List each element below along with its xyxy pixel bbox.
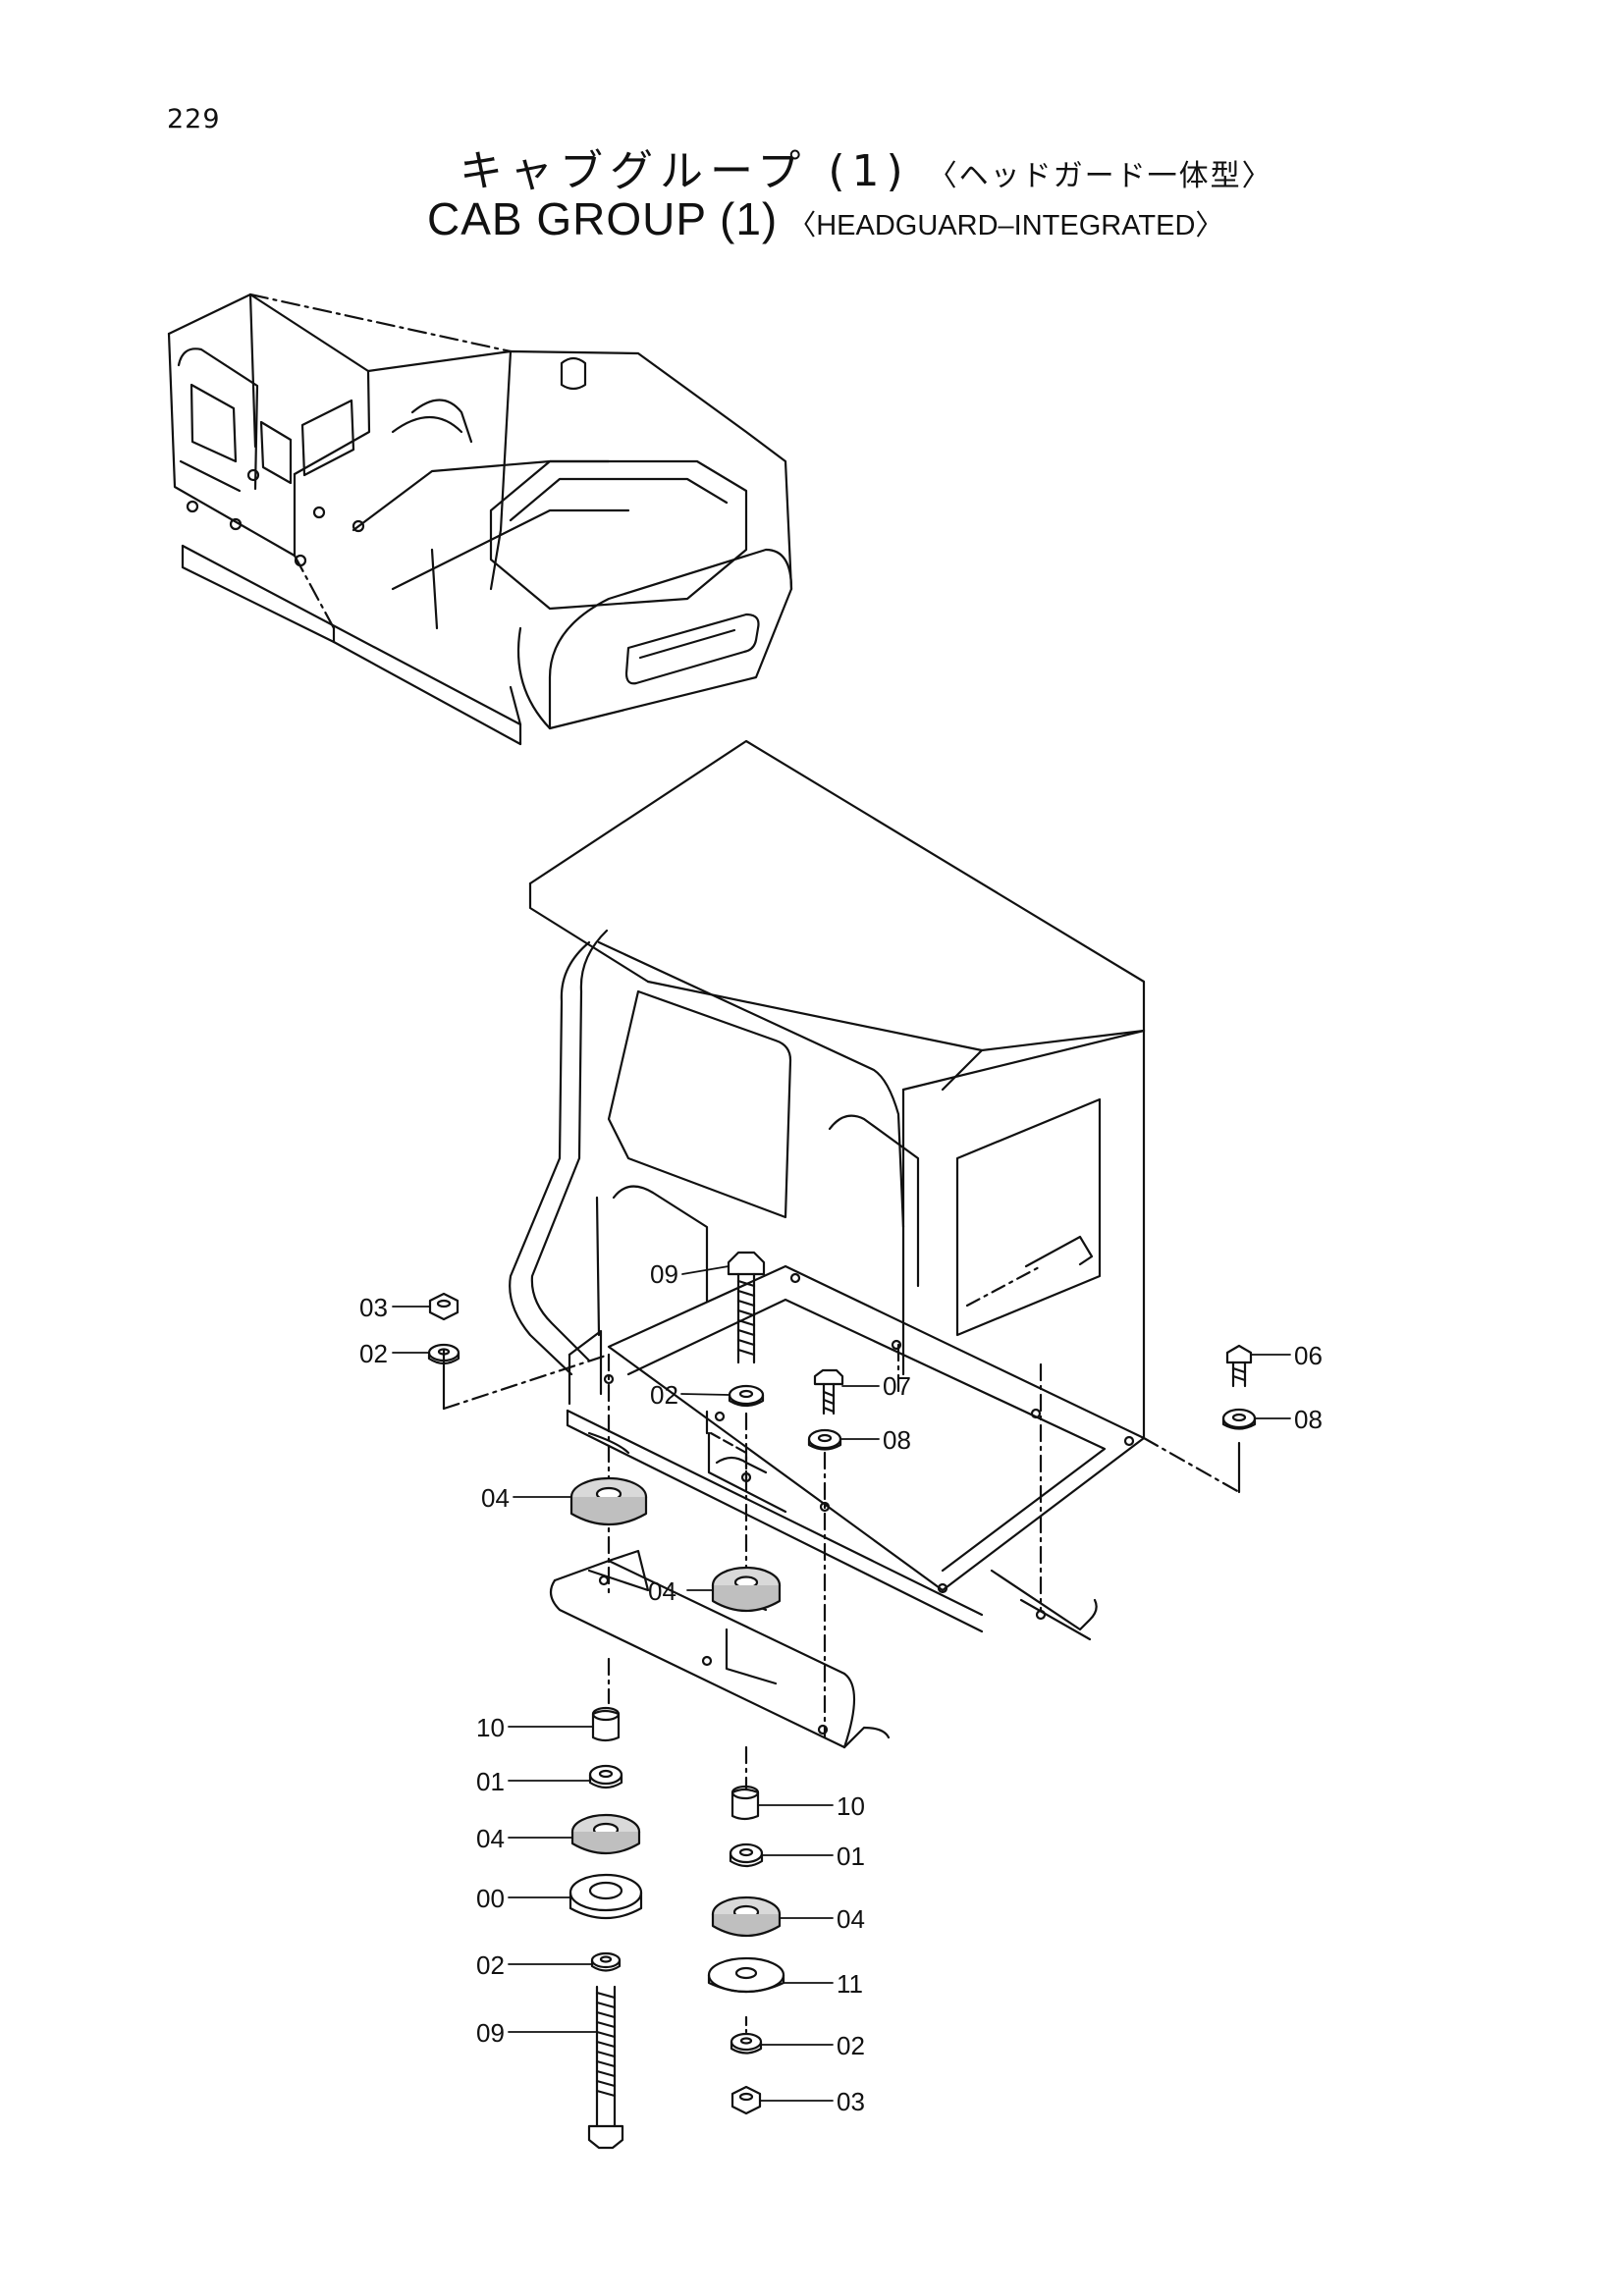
title-english: CAB GROUP (1) 〈HEADGUARD–INTEGRATED〉 — [427, 192, 1223, 245]
title-japanese: キャブグループ (1) 〈ヘッドガード一体型〉 — [460, 135, 1273, 198]
callout-02-mid: 02 — [650, 1380, 678, 1410]
callout-08-mid: 08 — [883, 1425, 911, 1455]
callout-11: 11 — [837, 1969, 863, 1999]
title-english-sub: 〈HEADGUARD–INTEGRATED〉 — [787, 210, 1224, 241]
excavator-overview — [167, 293, 793, 746]
callout-04-mid: 04 — [648, 1576, 676, 1606]
callout-06: 06 — [1294, 1341, 1323, 1370]
callout-01-left: 01 — [476, 1767, 505, 1796]
hardware-parts — [427, 1251, 1257, 2150]
callout-02-left: 02 — [359, 1339, 388, 1368]
callout-02-lower-left: 02 — [476, 1950, 505, 1980]
title-japanese-sub: 〈ヘッドガード一体型〉 — [927, 159, 1273, 193]
callout-04-right: 04 — [837, 1904, 865, 1934]
page-number: 229 — [167, 104, 221, 134]
title-english-main: CAB GROUP (1) — [427, 193, 779, 244]
callout-02-right: 02 — [837, 2031, 865, 2060]
cab-assembly — [442, 739, 1241, 1790]
callout-01-right: 01 — [837, 1842, 865, 1871]
callout-03-right: 03 — [837, 2087, 865, 2116]
title-japanese-main: キャブグループ (1) — [460, 146, 910, 196]
callout-07: 07 — [883, 1371, 911, 1401]
callout-10-left: 10 — [476, 1713, 505, 1742]
callout-04-left: 04 — [481, 1483, 510, 1513]
callout-10-right: 10 — [837, 1791, 865, 1821]
callout-09-top: 09 — [650, 1259, 678, 1289]
callout-08-right: 08 — [1294, 1405, 1323, 1434]
callout-09-bottom: 09 — [476, 2018, 505, 2048]
callout-04-lower-left: 04 — [476, 1824, 505, 1853]
callout-03-left: 03 — [359, 1293, 388, 1322]
leader-lines — [392, 1265, 1291, 2102]
callout-labels: 03 02 09 02 07 08 06 08 04 04 10 01 04 0… — [359, 1259, 1323, 2116]
callout-00: 00 — [476, 1884, 505, 1913]
